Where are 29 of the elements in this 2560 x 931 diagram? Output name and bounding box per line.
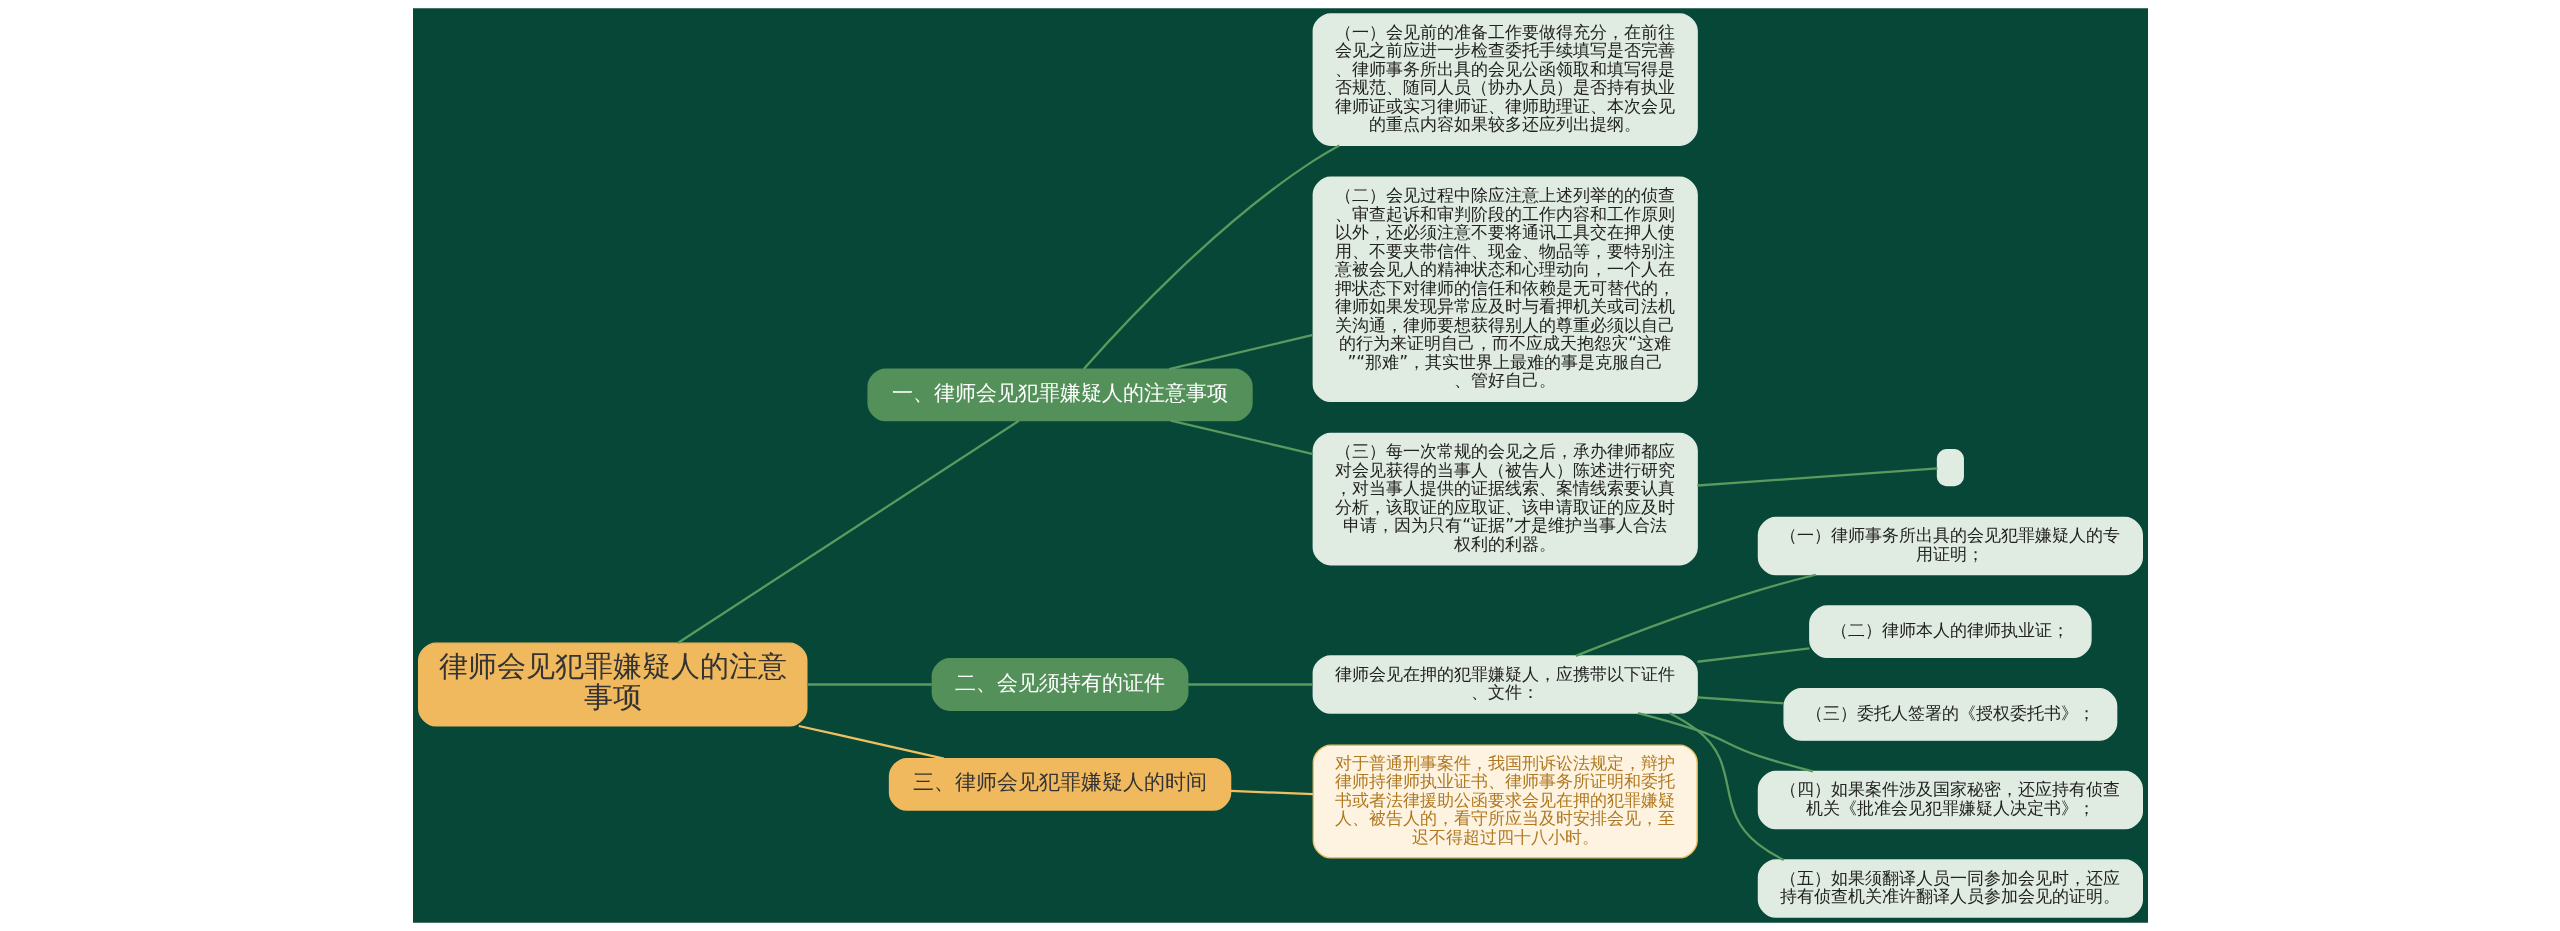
node-box: （五）如果须翻译人员一同参加会见时，还应持有侦查机关准许翻译人员参加会见的证明。 (1757, 859, 2143, 918)
connector (798, 724, 944, 760)
node-box: 一、律师会见犯罪嫌疑人的注意事项 (866, 368, 1253, 422)
connector (1230, 789, 1313, 796)
connector (1170, 419, 1313, 456)
connector (1637, 711, 1813, 773)
node-box: （四）如果案件涉及国家秘密，还应持有侦查机关《批准会见犯罪嫌疑人决定书》； (1757, 770, 2143, 830)
node-box: 三、律师会见犯罪嫌疑人的时间 (888, 758, 1231, 811)
node-box: （三）委托人签署的《授权委托书》； (1782, 688, 2117, 741)
connector (1668, 712, 1784, 861)
connector (1696, 696, 1784, 705)
connector (1696, 647, 1810, 663)
connector (1187, 683, 1313, 686)
node-box: 律师会见犯罪嫌疑人的注意事项 (417, 642, 807, 727)
node-box: 对于普通刑事案件，我国刑诉讼法规定，辩护律师持律师执业证书、律师事务所证明和委托书或者法律援助公函要求会见在押的犯罪嫌疑人、被告人的，看守所应当及时安排会见，至迟不得超过四十八小时。 (1312, 744, 1698, 859)
connector (1574, 573, 1816, 657)
node-box: 二、会见须持有的证件 (931, 658, 1188, 711)
node-box: （三）每一次常规的会见之后，承办律师都应对会见获得的当事人（被告人）陈述进行研究，对当事人提供的证据线索、案情线索要认真分析，该取证的应取证、该申请取证的应及时申请，因为只有“证据”才是维护当事人合法权利的利器。 (1312, 432, 1698, 566)
connector (676, 419, 1019, 644)
node-box: 律师会见在押的犯罪嫌疑人，应携带以下证件、文件： (1312, 655, 1698, 714)
connector (1168, 333, 1313, 371)
node-box (1936, 449, 1964, 487)
node-box: （一）会见前的准备工作要做得充分，在前往会见之前应进一步检查委托手续填写是否完善、律师事务所出具的会见公函领取和填写得是否规范、随同人员（协办人员）是否持有执业律师证或实习律师证、律师助理证、本次会见的重点内容如果较多还应列出提纲。 (1312, 13, 1698, 146)
connector (1696, 467, 1938, 487)
node-box: （一）律师事务所出具的会见犯罪嫌疑人的专用证明； (1757, 516, 2143, 576)
node-box: （二）会见过程中除应注意上述列举的的侦查、审查起诉和审判阶段的工作内容和工作原则以外，还必须注意不要将通讯工具交在押人使用、不要夹带信件、现金、物品等，要特别注意被会见人的精神状态和心理动向，一个人在押状态下对律师的信任和依赖是无可替代的，律师如果发现异常应及时与看押机关或司法机关沟通，律师要想获得别人的尊重必须以自己的行为来证明自己，而不应成天抱怨灾“这难”“那难”，其实世界上最难的事是克服自己、管好自己。 (1312, 176, 1698, 402)
node-box: （二）律师本人的律师执业证； (1808, 605, 2092, 659)
connector (806, 683, 932, 686)
connector (1082, 144, 1340, 370)
